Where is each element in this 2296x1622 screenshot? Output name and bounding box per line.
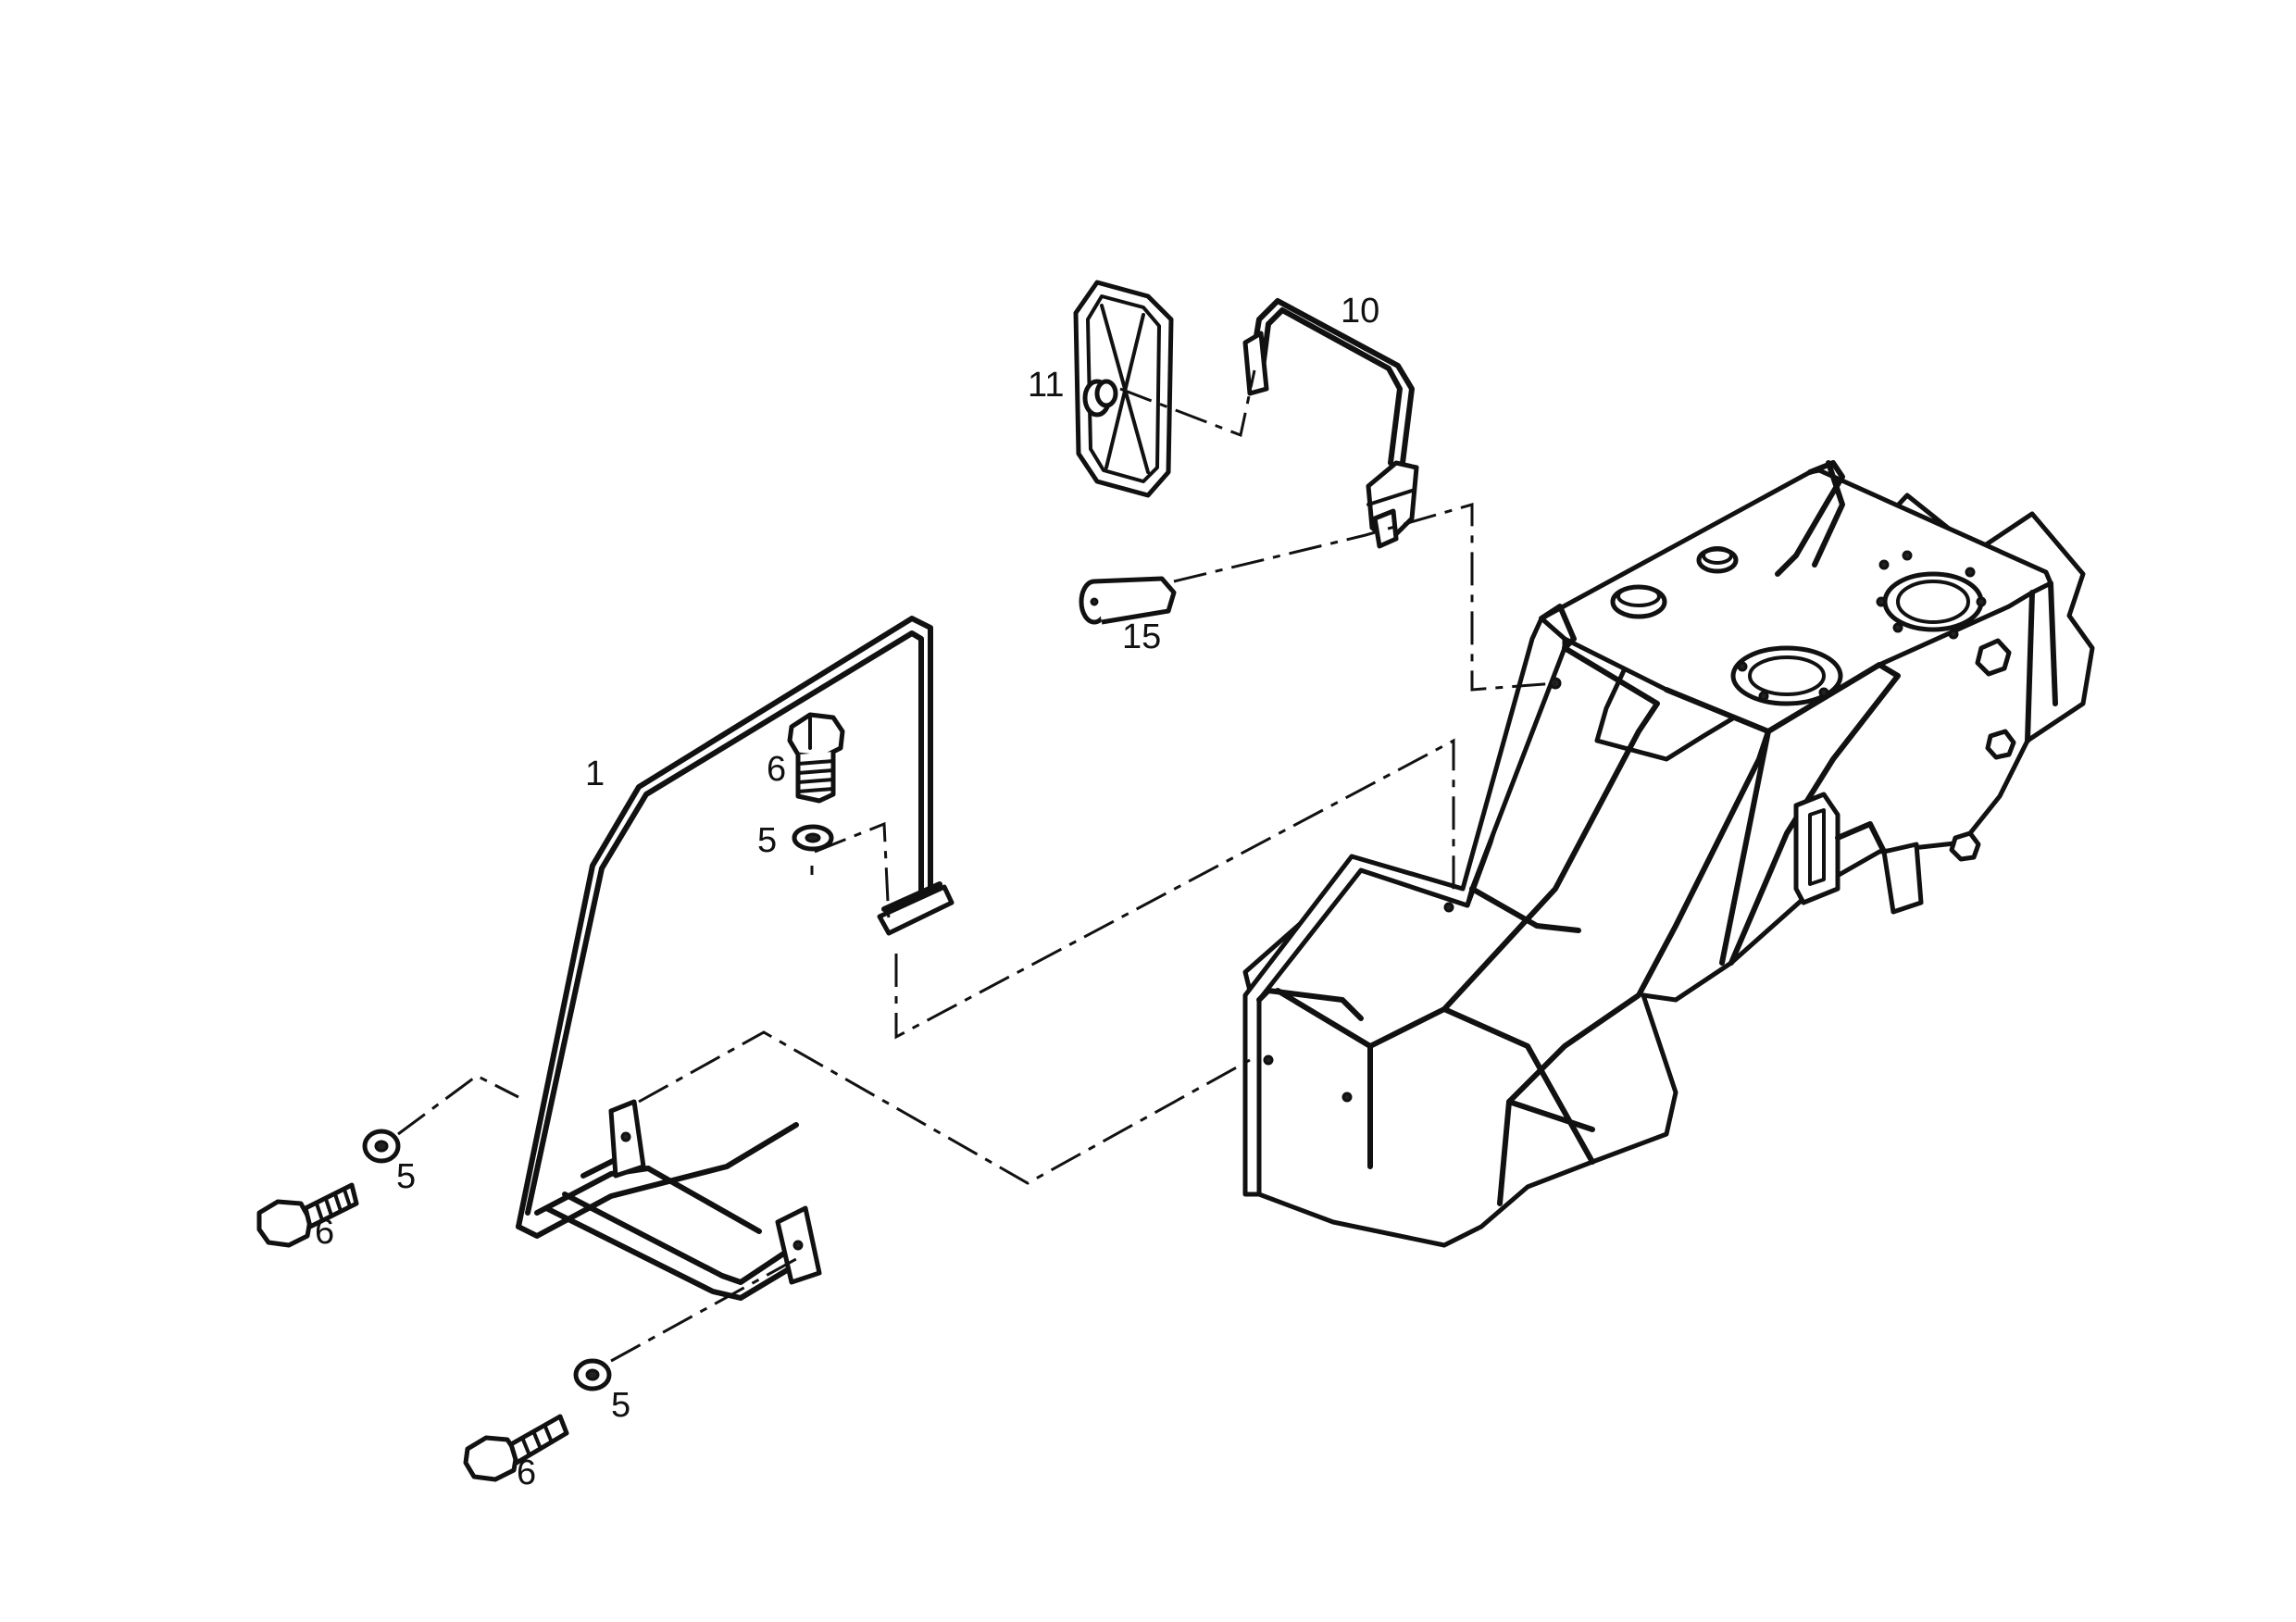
callout-labels: 1 10 11 15 6 5 5 6 5 6: [315, 292, 1379, 1492]
top-bolt-and-washer: [787, 712, 845, 852]
callout-grab-handle: 1: [585, 755, 605, 793]
mirror-bolt: [1079, 576, 1177, 625]
callout-top-bolt: 6: [767, 750, 786, 789]
mirror-arm: [1242, 298, 1419, 549]
callout-mirror-arm: 10: [1341, 292, 1379, 331]
callout-lower-washer: 5: [611, 1386, 630, 1425]
grab-handle-assembly: [516, 616, 955, 1301]
callout-left-bolt: 6: [315, 1213, 334, 1252]
assembly-lines: [397, 369, 1556, 1363]
callout-top-washer: 5: [757, 821, 777, 860]
left-bolt-and-washer: [256, 1129, 401, 1248]
machine-housing: [1242, 460, 2095, 1248]
callout-mirror-bolt: 15: [1122, 618, 1161, 656]
callout-mirror-head: 11: [1028, 366, 1064, 405]
lower-bolt-and-washer: [463, 1358, 612, 1482]
callout-lower-bolt: 6: [517, 1454, 536, 1492]
callout-left-washer: 5: [396, 1157, 416, 1196]
